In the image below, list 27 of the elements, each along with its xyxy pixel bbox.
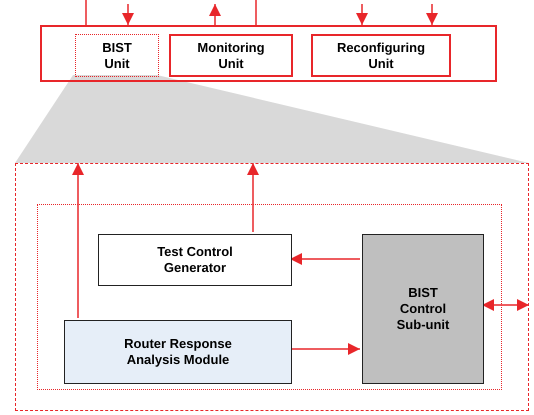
zoom-wedge [15, 75, 529, 163]
arrow [290, 253, 360, 265]
arrow [426, 4, 438, 25]
node-label: Monitoring Unit [196, 40, 266, 72]
unit-box [169, 34, 293, 77]
connector-line [85, 0, 87, 25]
connector-line [255, 0, 257, 25]
node-label: BIST Unit [101, 40, 133, 72]
arrow [290, 343, 360, 355]
node-label: Router Response Analysis Module [123, 336, 233, 368]
inner-frame [37, 204, 502, 390]
process-box [362, 234, 484, 384]
node-label: Reconfiguring Unit [336, 40, 426, 72]
node-label: Test Control Generator [156, 244, 234, 276]
node-label: BIST Control Sub-unit [396, 285, 450, 333]
arrow [72, 163, 84, 318]
arrow [247, 163, 259, 232]
unit-box [311, 34, 451, 77]
unit-box [75, 34, 159, 77]
unit-frame [40, 25, 497, 82]
arrow [356, 4, 368, 25]
module-frame [15, 163, 529, 411]
process-box [64, 320, 292, 384]
process-box [98, 234, 292, 286]
arrow [482, 299, 529, 311]
arrow [122, 4, 134, 25]
arrow [209, 4, 221, 25]
